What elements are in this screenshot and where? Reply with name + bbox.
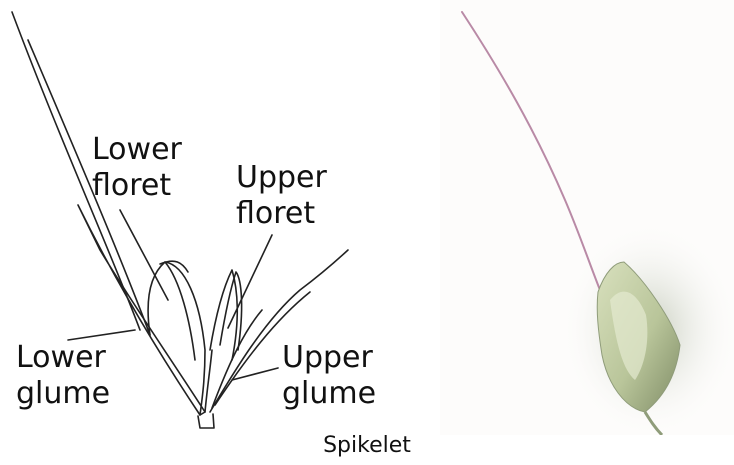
lower-glume-label: Lower glume (16, 340, 110, 412)
spikelet-photo (440, 0, 734, 435)
lower-floret-label-line1: Lower (92, 132, 182, 168)
lower-floret-tip (160, 261, 188, 272)
upper-floret-label: Upper floret (236, 160, 327, 232)
lower-glume-label-line2: glume (16, 376, 110, 412)
lower-floret-leader (120, 210, 168, 300)
upper-glume-label: Upper glume (282, 340, 376, 412)
upper-floret-stem (205, 350, 212, 412)
figure-caption: Spikelet (0, 432, 734, 460)
upper-glume-label-line2: glume (282, 376, 376, 412)
lower-floret-label-line2: floret (92, 168, 182, 204)
upper-floret-label-line1: Upper (236, 160, 327, 196)
lower-glume-leader (68, 330, 135, 340)
lower-glume-label-line1: Lower (16, 340, 110, 376)
lower-floret-inner (165, 262, 195, 360)
pedicel (198, 414, 214, 428)
upper-glume-label-line1: Upper (282, 340, 376, 376)
lower-floret-label: Lower floret (92, 132, 182, 204)
upper-floret-inner (220, 272, 242, 350)
upper-floret-label-line2: floret (236, 196, 327, 232)
